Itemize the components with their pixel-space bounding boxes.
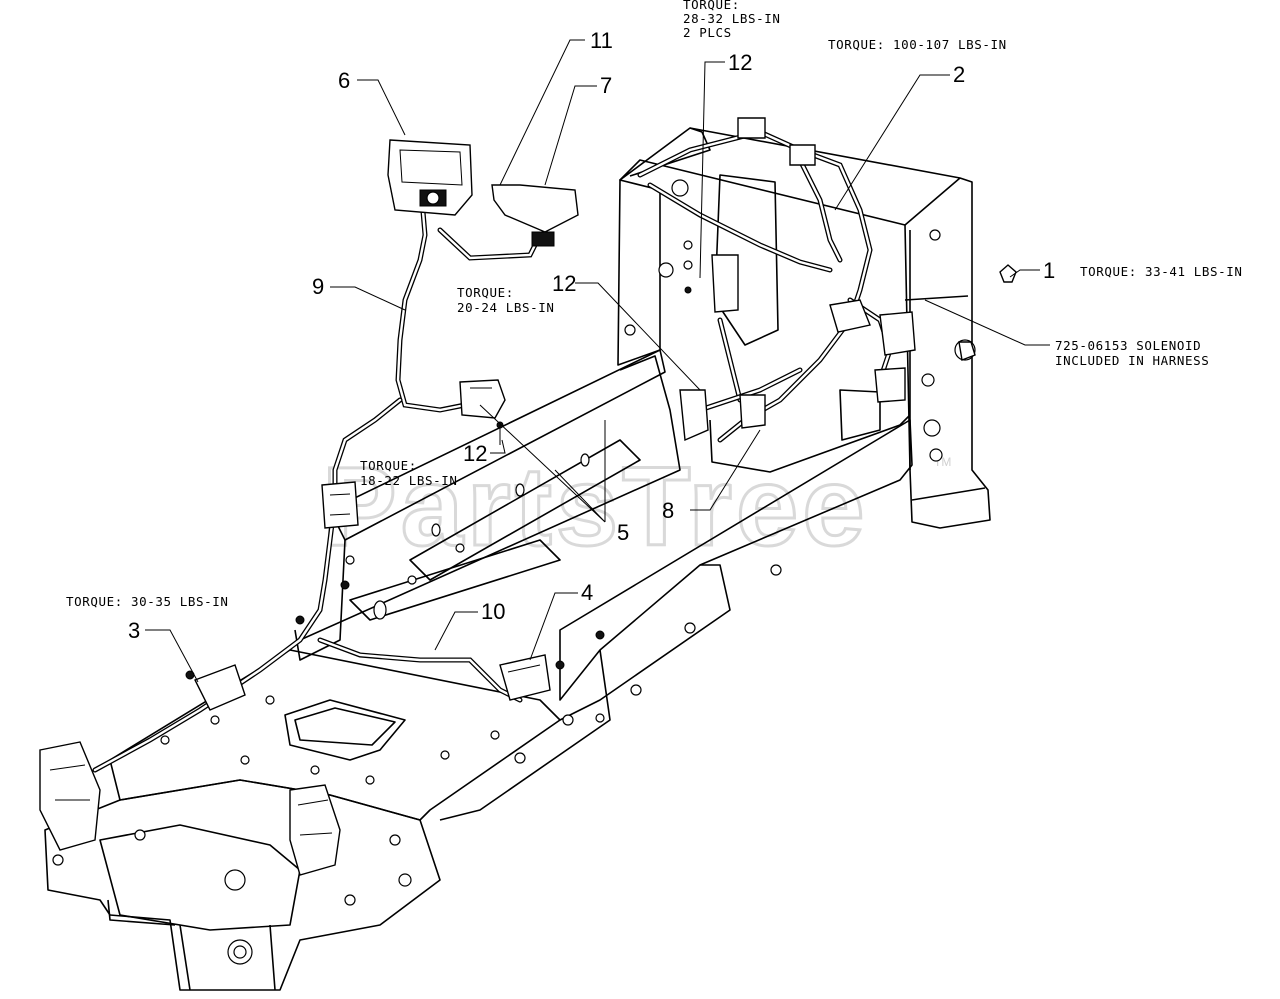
callout-11: 11 — [590, 28, 613, 53]
torque-note-30: TORQUE: 30-35 LBS-IN — [66, 594, 229, 609]
torque-note-18-line1: TORQUE: — [360, 458, 417, 473]
torque-note-20-line1: TORQUE: — [457, 285, 514, 300]
callout-12-mid: 12 — [552, 271, 576, 296]
torque-note-top-line3: 2 PLCS — [683, 25, 732, 40]
callout-3: 3 — [128, 618, 140, 643]
solenoid — [711, 254, 739, 313]
callout-6: 6 — [338, 68, 350, 93]
rear-frame — [617, 127, 991, 529]
watermark: PartsTree TM — [321, 443, 952, 571]
chassis — [44, 349, 913, 991]
torque-note-18-line2: 18-22 LBS-IN — [360, 473, 458, 488]
solenoid-note-line1: 725-06153 SOLENOID — [1055, 338, 1201, 353]
components — [39, 117, 1017, 876]
callout-12-low: 12 — [463, 441, 487, 466]
spec-notes: TORQUE: 28-32 LBS-IN 2 PLCS TORQUE: 100-… — [66, 0, 1243, 609]
seat-switch — [499, 654, 551, 701]
solenoid-note-line2: INCLUDED IN HARNESS — [1055, 353, 1209, 368]
callout-10: 10 — [481, 599, 505, 624]
callout-labels: 1 2 3 4 5 6 7 8 9 10 11 12 12 12 — [128, 28, 1055, 643]
right-headlight — [289, 784, 341, 876]
watermark-text: PartsTree — [322, 444, 869, 569]
callout-1: 1 — [1043, 258, 1055, 283]
leader-lines — [145, 39, 1050, 683]
torque-note-33: TORQUE: 33-41 LBS-IN — [1080, 264, 1243, 279]
ignition-switch — [387, 139, 473, 216]
torque-note-100: TORQUE: 100-107 LBS-IN — [828, 37, 1007, 52]
front-connector — [194, 664, 246, 711]
wire-harness — [92, 129, 893, 773]
callout-2: 2 — [953, 62, 965, 87]
callout-8: 8 — [662, 498, 674, 523]
harness-connector — [459, 379, 506, 419]
torque-note-top-line2: 28-32 LBS-IN — [683, 11, 781, 26]
callout-4: 4 — [581, 580, 593, 605]
relay-module — [491, 184, 579, 233]
inline-connector — [321, 481, 359, 529]
bolt-item-1 — [999, 264, 1017, 283]
callout-7: 7 — [600, 73, 612, 98]
callout-9: 9 — [312, 274, 324, 299]
torque-note-top-line1: TORQUE: — [683, 0, 740, 12]
callout-5: 5 — [617, 520, 629, 545]
callout-12-top: 12 — [728, 50, 752, 75]
torque-note-20-line2: 20-24 LBS-IN — [457, 300, 555, 315]
left-headlight — [39, 741, 101, 851]
